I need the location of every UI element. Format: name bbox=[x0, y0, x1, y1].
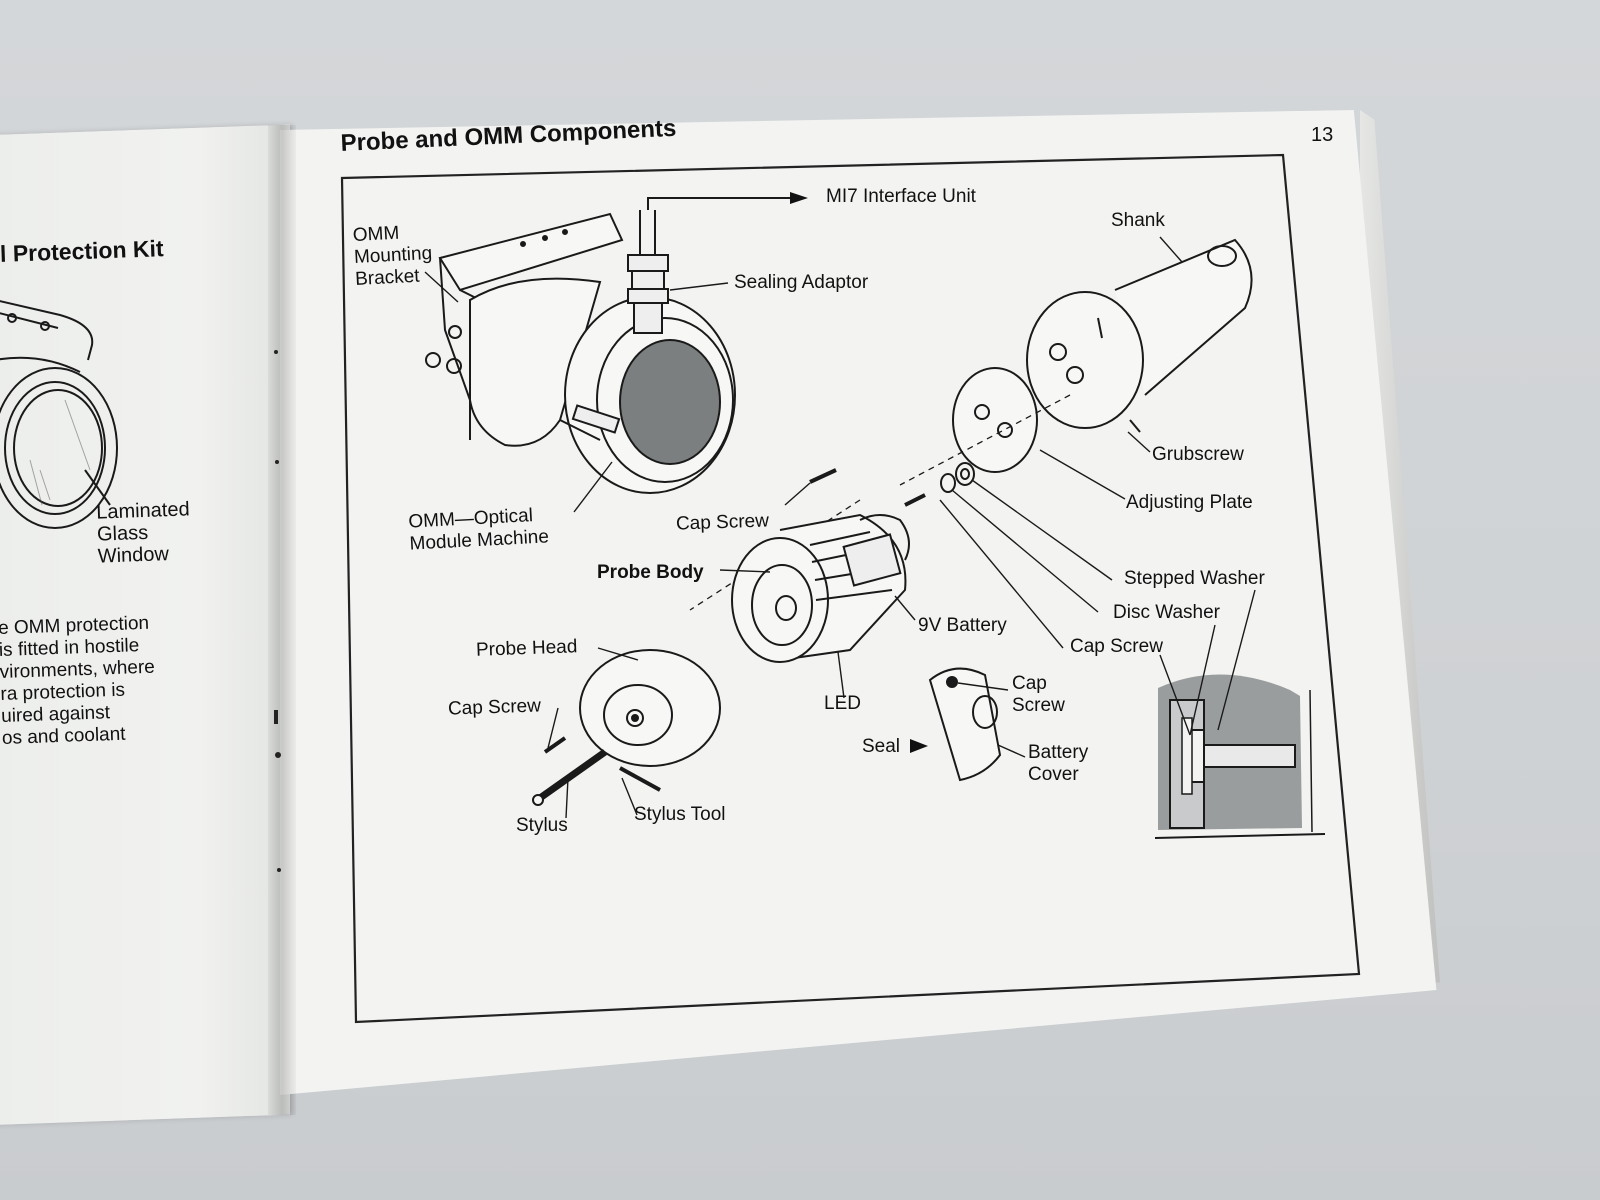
label-line: Bracket bbox=[354, 265, 421, 291]
label-line: Cover bbox=[1028, 764, 1079, 785]
probe-body-label: Probe Body bbox=[597, 562, 704, 583]
cap-screw-right-label: Cap Screw bbox=[1070, 636, 1163, 657]
disc-washer-label: Disc Washer bbox=[1113, 602, 1220, 623]
shank-label: Shank bbox=[1111, 210, 1165, 231]
probe-head-label: Probe Head bbox=[475, 636, 578, 661]
glass-label-line: Laminated bbox=[95, 498, 190, 524]
cap-screw-top-label: Cap Screw bbox=[675, 510, 770, 535]
cap-screw-cover-label: Cap Screw bbox=[1012, 673, 1065, 717]
stepped-washer-label: Stepped Washer bbox=[1124, 568, 1265, 589]
led-label: LED bbox=[824, 693, 861, 714]
seal-label: Seal bbox=[862, 736, 901, 757]
cap-screw-left-label: Cap Screw bbox=[447, 695, 542, 720]
glass-label-line: Window bbox=[97, 543, 170, 568]
label-line: Screw bbox=[1012, 695, 1065, 716]
right-page bbox=[280, 110, 1437, 1095]
label-line: Cap bbox=[1012, 673, 1047, 694]
page-number: 13 bbox=[1311, 124, 1334, 146]
left-page-title: l Protection Kit bbox=[0, 235, 164, 267]
book-gutter bbox=[268, 125, 296, 1115]
adjusting-plate-label: Adjusting Plate bbox=[1126, 492, 1253, 513]
glass-window-label: Laminated Glass Window bbox=[96, 498, 192, 567]
omm-optical-label: OMM—Optical Module Machine bbox=[408, 504, 550, 555]
label-line: Mounting bbox=[353, 242, 433, 269]
label-line: Battery bbox=[1028, 742, 1089, 763]
sealing-adaptor-label: Sealing Adaptor bbox=[734, 272, 869, 293]
battery-9v-label: 9V Battery bbox=[918, 615, 1007, 636]
grubscrew-label: Grubscrew bbox=[1152, 444, 1244, 465]
stylus-label: Stylus bbox=[516, 815, 568, 836]
left-paragraph: e OMM protection is fitted in hostile vi… bbox=[0, 610, 232, 750]
battery-cover-label: Battery Cover bbox=[1028, 742, 1088, 786]
omm-bracket-label: OMM Mounting Bracket bbox=[352, 221, 434, 291]
stylus-tool-label: Stylus Tool bbox=[634, 804, 726, 825]
interface-unit-label: MI7 Interface Unit bbox=[826, 186, 976, 207]
